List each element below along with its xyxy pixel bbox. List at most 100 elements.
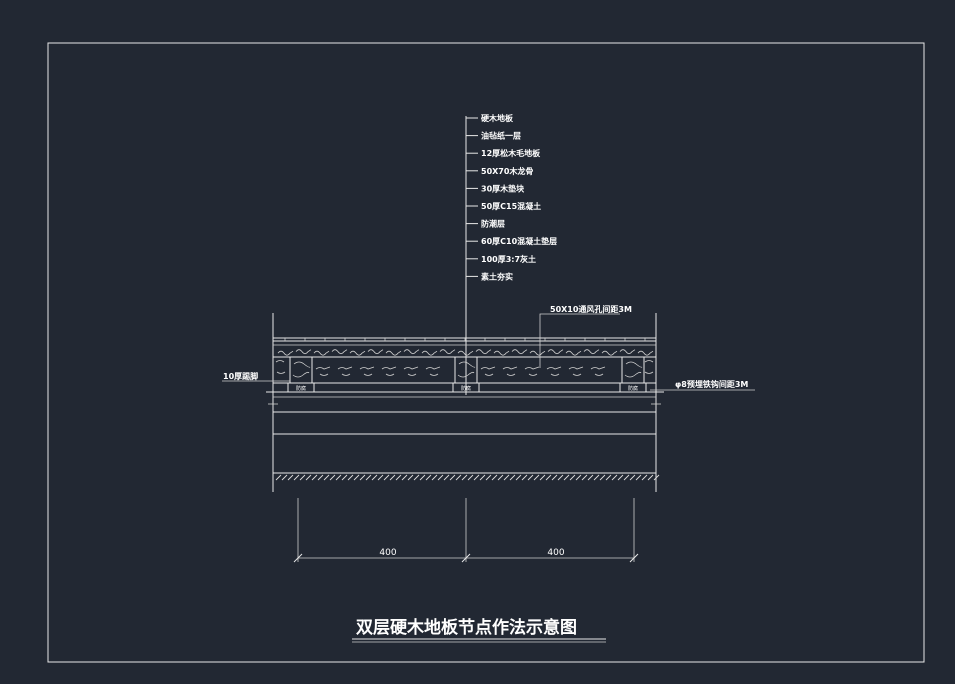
soil-hatch-stroke xyxy=(437,474,444,481)
soil-hatch-stroke xyxy=(617,474,624,481)
layer-callout-5: 30厚木垫块 xyxy=(481,183,525,193)
wood-grain-mark xyxy=(295,349,312,355)
wood-grain-mark xyxy=(565,350,582,356)
skirting-callout-text: 10厚踢脚 xyxy=(223,371,258,381)
cavity-grain-mark xyxy=(359,366,375,376)
hardwood-board-joints xyxy=(284,338,646,341)
soil-hatch-stroke xyxy=(281,474,288,481)
wood-grain-mark xyxy=(277,350,294,356)
wood-grain-mark xyxy=(547,349,564,355)
wood-grain-mark xyxy=(367,349,384,355)
wood-grain-mark xyxy=(493,350,510,356)
soil-hatch-stroke xyxy=(329,474,336,481)
layer-callout-6: 50厚C15混凝土 xyxy=(481,201,541,211)
soil-hatch-stroke xyxy=(557,474,564,481)
soil-hatch-stroke xyxy=(323,474,330,481)
wood-grain-mark xyxy=(349,350,366,356)
layer-callout-4: 50X70木龙骨 xyxy=(481,166,533,176)
cavity-grain-mark xyxy=(590,366,606,376)
wood-grain-mark xyxy=(313,350,330,356)
cavity-grain-mark xyxy=(315,366,331,376)
soil-hatch-stroke xyxy=(389,474,396,481)
floor-section: 防腐防腐防腐 xyxy=(266,313,664,492)
soil-hatch-stroke xyxy=(461,474,468,481)
soil-hatch-stroke xyxy=(497,474,504,481)
soil-hatch-stroke xyxy=(401,474,408,481)
soil-hatch-stroke xyxy=(611,474,618,481)
soil-hatch-stroke xyxy=(443,474,450,481)
drawing-frame xyxy=(47,42,925,663)
layer-callout-list: 硬木地板油毡纸一层12厚松木毛地板50X70木龙骨30厚木垫块50厚C15混凝土… xyxy=(466,113,557,281)
joist-3 xyxy=(621,356,645,384)
compacted-soil-hatch xyxy=(275,474,660,481)
layer-callout-1: 硬木地板 xyxy=(481,113,514,123)
soil-hatch-stroke xyxy=(503,474,510,481)
soil-hatch-stroke xyxy=(311,474,318,481)
cavity-grain xyxy=(275,360,654,376)
cavity-grain-mark xyxy=(502,366,518,376)
soil-hatch-stroke xyxy=(347,474,354,481)
cavity-grain-mark xyxy=(381,366,397,376)
soil-hatch-stroke xyxy=(431,474,438,481)
soil-hatch-stroke xyxy=(545,474,552,481)
joist-1 xyxy=(289,356,313,384)
wood-joists: 防腐防腐防腐 xyxy=(287,356,647,393)
soil-hatch-stroke xyxy=(275,474,282,481)
soil-hatch-stroke xyxy=(491,474,498,481)
soil-hatch-stroke xyxy=(587,474,594,481)
soil-hatch-stroke xyxy=(653,474,660,481)
wood-grain-mark xyxy=(601,350,618,356)
layer-callout-10: 素土夯实 xyxy=(481,271,513,281)
edge-grain xyxy=(275,360,286,374)
drawing-title: 双层硬木地板节点作法示意图 xyxy=(356,617,577,638)
wood-grain-mark xyxy=(583,349,600,355)
layer-callout-9: 100厚3:7灰土 xyxy=(481,254,536,264)
cavity-grain-mark xyxy=(568,366,584,376)
layer-callout-3: 12厚松木毛地板 xyxy=(481,148,541,158)
soil-hatch-stroke xyxy=(635,474,642,481)
soil-hatch-stroke xyxy=(563,474,570,481)
layer-callout-7: 防潮层 xyxy=(481,219,505,229)
pine-subfloor-grain xyxy=(277,349,654,356)
joist-grain xyxy=(624,361,643,378)
wood-grain-mark xyxy=(403,349,420,355)
cavity-grain-mark xyxy=(425,366,441,376)
soil-hatch-stroke xyxy=(599,474,606,481)
soil-hatch-stroke xyxy=(575,474,582,481)
soil-hatch-stroke xyxy=(551,474,558,481)
block-label-1: 防腐 xyxy=(296,385,306,392)
soil-hatch-stroke xyxy=(485,474,492,481)
wood-grain-mark xyxy=(511,349,528,355)
soil-hatch-stroke xyxy=(377,474,384,481)
soil-hatch-stroke xyxy=(395,474,402,481)
wood-grain-mark xyxy=(637,350,654,356)
joist-grain xyxy=(457,361,476,378)
soil-hatch-stroke xyxy=(527,474,534,481)
hook-callout-text: φ8预埋铁钩间距3M xyxy=(675,379,748,389)
vent-callout: 50X10通风孔间距3M xyxy=(539,304,632,368)
soil-hatch-stroke xyxy=(455,474,462,481)
soil-hatch-stroke xyxy=(629,474,636,481)
skirting-callout: 10厚踢脚 xyxy=(222,371,290,382)
layer-callout-8: 60厚C10混凝土垫层 xyxy=(481,236,557,246)
soil-hatch-stroke xyxy=(287,474,294,481)
cavity-grain-mark xyxy=(546,366,562,376)
soil-hatch-stroke xyxy=(413,474,420,481)
soil-hatch-stroke xyxy=(335,474,342,481)
soil-hatch-stroke xyxy=(293,474,300,481)
soil-hatch-stroke xyxy=(407,474,414,481)
soil-hatch-stroke xyxy=(479,474,486,481)
soil-hatch-stroke xyxy=(353,474,360,481)
cavity-grain-mark xyxy=(524,366,540,376)
block-label-3: 防腐 xyxy=(628,385,638,392)
soil-hatch-stroke xyxy=(509,474,516,481)
wood-grain-mark xyxy=(421,350,438,356)
vent-callout-text: 50X10通风孔间距3M xyxy=(550,304,632,314)
wood-grain-mark xyxy=(529,350,546,356)
cavity-grain-mark xyxy=(337,366,353,376)
soil-hatch-stroke xyxy=(299,474,306,481)
hook-callout: φ8预埋铁钩间距3M xyxy=(650,379,755,391)
cavity-grain-mark xyxy=(403,366,419,376)
soil-hatch-stroke xyxy=(467,474,474,481)
